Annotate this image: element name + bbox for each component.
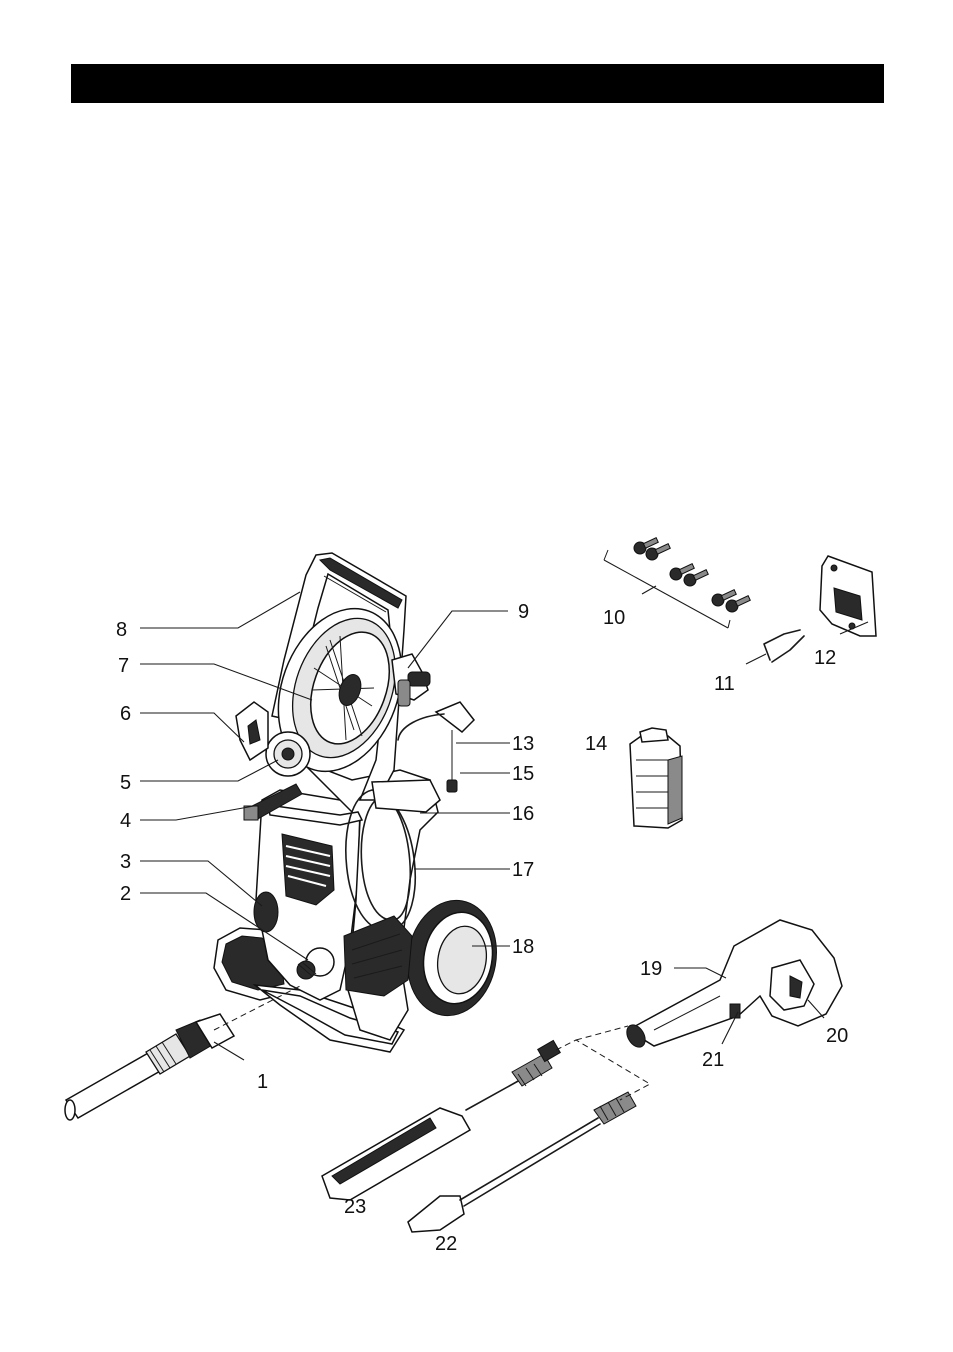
callout-4: 4 (120, 810, 131, 832)
wire-clip (764, 630, 804, 662)
callout-9: 9 (518, 601, 529, 623)
mounting-plate (820, 556, 876, 636)
hose-coupling (65, 1014, 234, 1120)
callout-2: 2 (120, 883, 131, 905)
trigger-gun (623, 920, 842, 1050)
spray-lance (322, 1040, 560, 1200)
callout-19: 19 (640, 958, 662, 980)
callout-15: 15 (512, 763, 534, 785)
filter-cap (254, 892, 278, 932)
pressure-washer-body (214, 553, 505, 1052)
callout-10: 10 (603, 607, 625, 629)
screws (604, 535, 752, 628)
callout-5: 5 (120, 772, 131, 794)
callout-11: 11 (714, 673, 735, 695)
callout-6: 6 (120, 703, 131, 725)
callout-3: 3 (120, 851, 131, 873)
callout-20: 20 (826, 1025, 848, 1047)
vent-grille (282, 834, 334, 905)
callout-8: 8 (116, 619, 127, 641)
callout-17: 17 (512, 859, 534, 881)
detergent-bottle (630, 728, 682, 828)
callout-16: 16 (512, 803, 534, 825)
callout-1: 1 (257, 1071, 268, 1093)
callout-23: 23 (344, 1196, 366, 1218)
callout-21: 21 (702, 1049, 724, 1071)
callout-13: 13 (512, 733, 534, 755)
callout-7: 7 (118, 655, 129, 677)
callout-18: 18 (512, 936, 534, 958)
callout-12: 12 (814, 647, 836, 669)
callout-14: 14 (585, 733, 607, 755)
callout-22: 22 (435, 1233, 457, 1255)
reel-crank (392, 654, 430, 706)
